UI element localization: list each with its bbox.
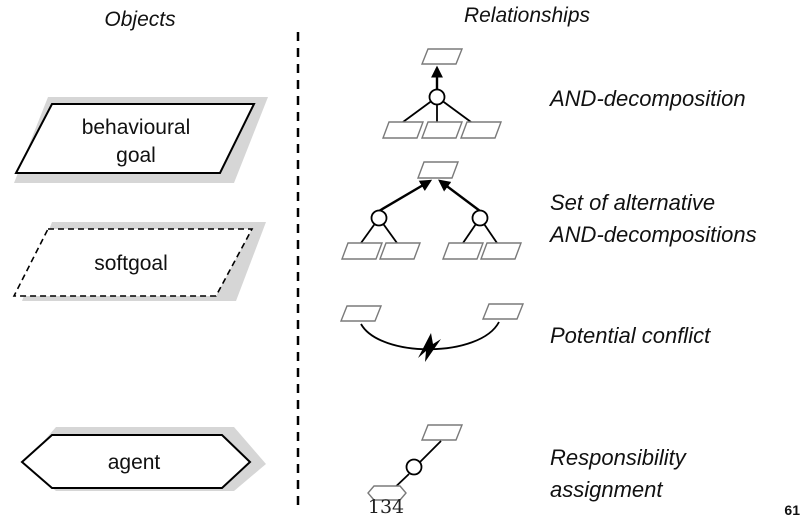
softgoal-label: softgoal xyxy=(94,252,168,275)
goal-box xyxy=(481,303,525,320)
objects-header: Objects xyxy=(104,8,176,31)
slide-number: 61 xyxy=(784,502,800,518)
page-number: 134 xyxy=(368,496,404,518)
and-node xyxy=(471,209,489,227)
behavioural-goal-label-line1: behavioural xyxy=(82,116,191,139)
goal-box xyxy=(339,305,383,322)
subgoal-box xyxy=(340,242,384,260)
and-node xyxy=(370,209,388,227)
alternatives-label-line2: AND-decompositions xyxy=(548,222,757,247)
behavioural-goal-shape xyxy=(14,103,256,174)
relationships-header: Relationships xyxy=(464,4,591,27)
potential-conflict-symbol xyxy=(339,303,525,362)
goal-box xyxy=(420,424,464,441)
assignment-node xyxy=(405,458,423,476)
parent-goal-box xyxy=(416,161,460,179)
and-node xyxy=(428,88,446,106)
and-decomposition-label: AND-decomposition xyxy=(548,86,746,111)
subgoal-box xyxy=(441,242,485,260)
agent-object: agent xyxy=(20,427,266,491)
softgoal-shape xyxy=(12,228,254,297)
alternative-decompositions-symbol xyxy=(340,161,523,260)
agent-label: agent xyxy=(108,451,161,474)
responsibility-assignment-symbol xyxy=(367,424,464,501)
agent-shape xyxy=(20,434,252,489)
parent-goal-box xyxy=(420,48,464,65)
responsibility-label-line2: assignment xyxy=(550,477,663,502)
subgoal-box xyxy=(459,121,503,139)
refinement-arrow xyxy=(378,179,433,213)
subgoal-box xyxy=(378,242,422,260)
agent-mini-hexagon xyxy=(367,485,407,501)
lightning-icon xyxy=(418,333,441,362)
and-decomposition-symbol xyxy=(381,48,503,139)
behavioural-goal-object: behavioural goal xyxy=(14,97,268,183)
subgoal-box xyxy=(420,121,464,139)
subgoal-box xyxy=(479,242,523,260)
behavioural-goal-label-line2: goal xyxy=(116,144,156,167)
subgoal-box xyxy=(381,121,425,139)
refinement-arrow xyxy=(438,179,481,212)
responsibility-label-line1: Responsibility xyxy=(550,445,688,470)
assignment-line xyxy=(419,440,442,463)
alternatives-label-line1: Set of alternative xyxy=(550,190,715,215)
conflict-label: Potential conflict xyxy=(550,323,711,348)
softgoal-object: softgoal xyxy=(12,222,266,301)
